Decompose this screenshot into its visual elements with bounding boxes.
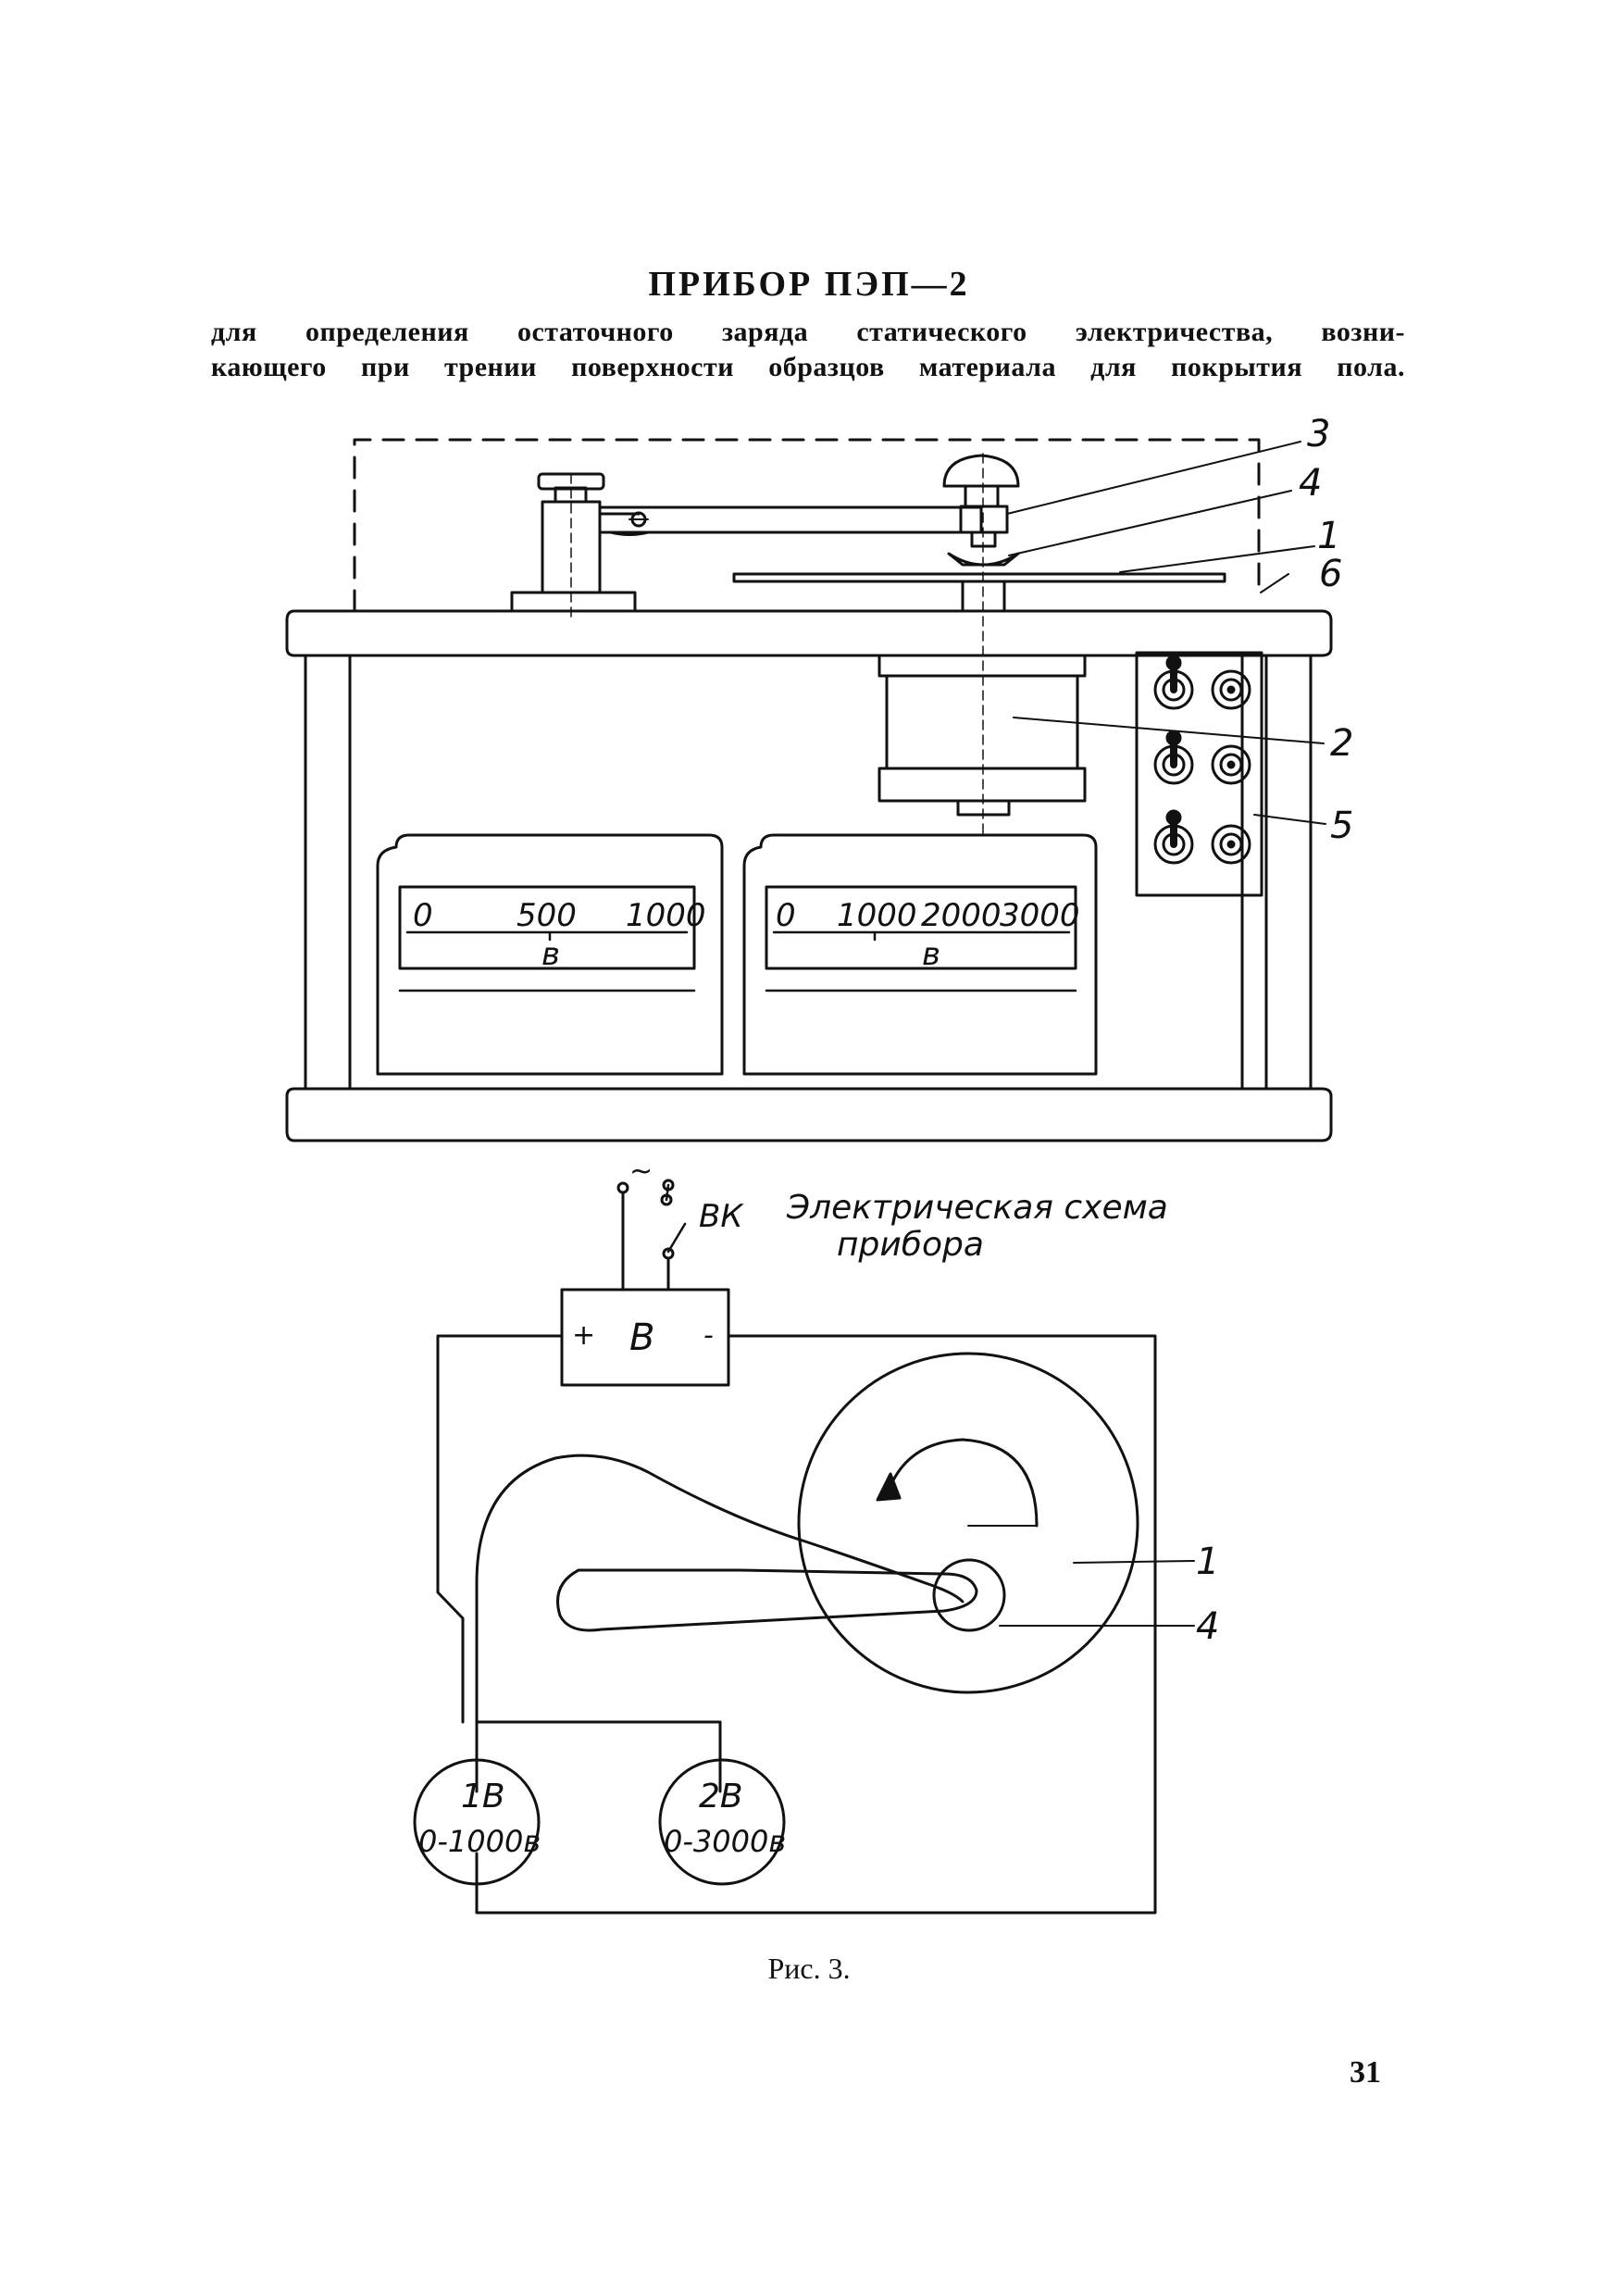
figure-caption: Рис. 3.: [767, 1952, 851, 1985]
lever-housing: [475, 1454, 927, 1724]
meter-labels: 0 500 1000 в 0 1000 2000 3000 в: [413, 897, 1080, 973]
jack-3: [1211, 824, 1251, 865]
callout-3: 3: [1307, 413, 1330, 455]
pillar-base: [510, 591, 637, 613]
meter-left-unit: в: [541, 936, 560, 973]
switch-vk-label: ВК: [699, 1198, 744, 1235]
page-number: 31: [1350, 2055, 1381, 2090]
voltmeter-2v-range: 0-3000в: [664, 1824, 786, 1859]
lever-slot: [556, 1568, 978, 1632]
lever-arm: [598, 505, 983, 534]
voltmeter-1v-range: 0-1000в: [418, 1824, 541, 1859]
rectifier-label: В: [629, 1316, 654, 1359]
callout-2: 2: [1330, 722, 1353, 765]
voltmeter-1v: [413, 1758, 541, 1886]
table-top: [285, 609, 1333, 657]
rotation-arrow: [887, 1438, 1039, 1528]
rotating-disc: [797, 1352, 1139, 1694]
spindle-knob: [942, 454, 1020, 488]
meter-left-tick-1000: 1000: [626, 897, 706, 934]
spindle-collar: [959, 505, 1009, 534]
schematic-labels: Электрическая схема прибора ВК ~ + В - 1…: [418, 1155, 1219, 1859]
meter-right-tick-2000: 2000: [921, 897, 1002, 934]
jack-2: [1211, 744, 1251, 785]
document-title: ПРИБОР ПЭП—2: [648, 265, 970, 304]
voltmeter-2v: [658, 1758, 786, 1886]
motor-top: [877, 654, 1087, 678]
toggle-switch-1: [1153, 655, 1194, 710]
voltmeter-right-scale: [765, 885, 1077, 970]
subtitle-line-1: для определения остаточного заряда стати…: [211, 317, 1405, 347]
callout-disc-1: 1: [1196, 1541, 1219, 1583]
voltmeter-right-case: [742, 833, 1098, 1076]
wire-to-meters: [475, 1720, 722, 1793]
motor-shaft-end: [956, 799, 1011, 817]
callout-5: 5: [1330, 805, 1353, 847]
dashed-cover: [353, 438, 1261, 613]
contact-hub: [932, 1558, 1006, 1632]
callout-1: 1: [1317, 515, 1340, 557]
wire-positive: [436, 1334, 564, 1724]
callout-contact-4: 4: [1196, 1605, 1219, 1648]
supply-symbol: ~: [629, 1155, 653, 1188]
meter-right-tick-0: 0: [776, 897, 796, 934]
rectifier-plus: +: [572, 1319, 595, 1352]
device-drawing: [285, 438, 1333, 1142]
device-callouts: 3 4 1 6 2 5: [1299, 413, 1353, 847]
voltmeter-1v-name: 1В: [461, 1778, 505, 1816]
motor-bottom: [877, 767, 1087, 803]
jack-1: [1211, 669, 1251, 710]
meter-right-tick-3000: 3000: [1000, 897, 1080, 934]
schematic-caption-line1: Электрическая схема: [786, 1189, 1168, 1227]
voltmeter-left-scale: [398, 885, 696, 970]
meter-right-unit: в: [922, 936, 940, 973]
meter-right-tick-1000: 1000: [837, 897, 917, 934]
voltmeter-left-case: [376, 833, 724, 1076]
rectifier-minus: -: [703, 1319, 714, 1352]
toggle-switch-2: [1153, 730, 1194, 785]
contact-cone: [947, 552, 1020, 567]
motor-body: [885, 674, 1079, 770]
document-subtitle: для определения остаточного заряда стати…: [211, 315, 1405, 385]
callout-6: 6: [1319, 553, 1342, 595]
meter-left-tick-500: 500: [517, 897, 577, 934]
switch-vk-blade: [666, 1222, 687, 1254]
schematic: [413, 1179, 1195, 1915]
toggle-switch-3: [1153, 809, 1194, 865]
wire-negative: [475, 1334, 1157, 1915]
right-leg: [1264, 654, 1313, 1091]
voltmeter-2v-name: 2В: [699, 1778, 743, 1816]
schematic-caption-line2: прибора: [837, 1226, 984, 1264]
left-leg: [304, 654, 352, 1091]
base-plate: [285, 1087, 1333, 1142]
subtitle-line-2: кающего при трении поверхности образцов …: [211, 352, 1405, 382]
switch-panel: [1135, 651, 1263, 897]
meter-left-tick-0: 0: [413, 897, 433, 934]
callout-4: 4: [1299, 462, 1322, 505]
